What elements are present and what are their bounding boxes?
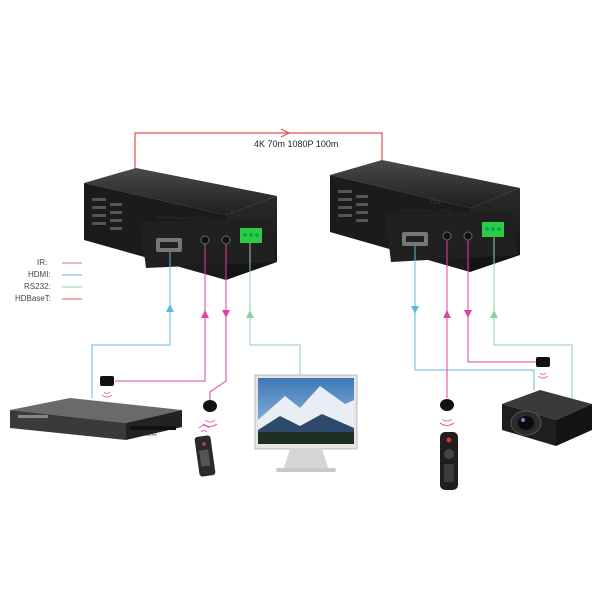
rx-rs232-cable <box>493 237 573 400</box>
rx-remote-control <box>440 432 458 490</box>
tx-vent-slots <box>92 198 122 230</box>
tx-caption: 4K HDMI Extender w/ IR & RS232 <box>156 216 209 220</box>
blu-ray-player: SONY <box>10 398 182 440</box>
projector <box>502 390 592 446</box>
link-distance-label: 4K 70m 1080P 100m <box>254 139 339 149</box>
rx-extender: Rx 4K HDMI Extender w/ IR & RS232 <box>330 160 520 272</box>
tx-extender: Tx 4K HDMI Extender w/ IR & RS232 <box>84 168 277 280</box>
tx-badge: Tx <box>224 204 236 216</box>
rx-badge: Rx <box>430 195 443 207</box>
tx-rs232-cable <box>249 243 301 375</box>
tx-remote-control <box>194 425 216 477</box>
legend-ir: IR: <box>37 258 48 267</box>
tx-hdmi-cable <box>91 252 171 398</box>
legend-hdbaset: HDBaseT: <box>15 294 52 303</box>
monitor <box>254 374 358 472</box>
rx-vent-slots <box>338 190 368 222</box>
rx-ir-blaster-cable <box>467 240 536 363</box>
rx-ir-out-port <box>463 231 473 241</box>
tx-ir-port <box>200 235 210 245</box>
tx-ir-receiver <box>202 400 218 427</box>
player-brand: SONY <box>146 432 158 437</box>
rx-ir-port <box>442 231 452 241</box>
tx-ir-emitter <box>100 376 114 398</box>
tx-ir-out-port <box>221 235 231 245</box>
rx-ir-emitter <box>536 357 550 379</box>
legend-hdmi: HDMI: <box>28 270 51 279</box>
rx-caption: 4K HDMI Extender w/ IR & RS232 <box>398 209 451 213</box>
legend-rs232: RS232: <box>24 282 51 291</box>
rx-ir-receiver <box>439 399 455 426</box>
tx-ir-receiver-cable <box>115 244 206 382</box>
legend-lines <box>62 262 82 300</box>
